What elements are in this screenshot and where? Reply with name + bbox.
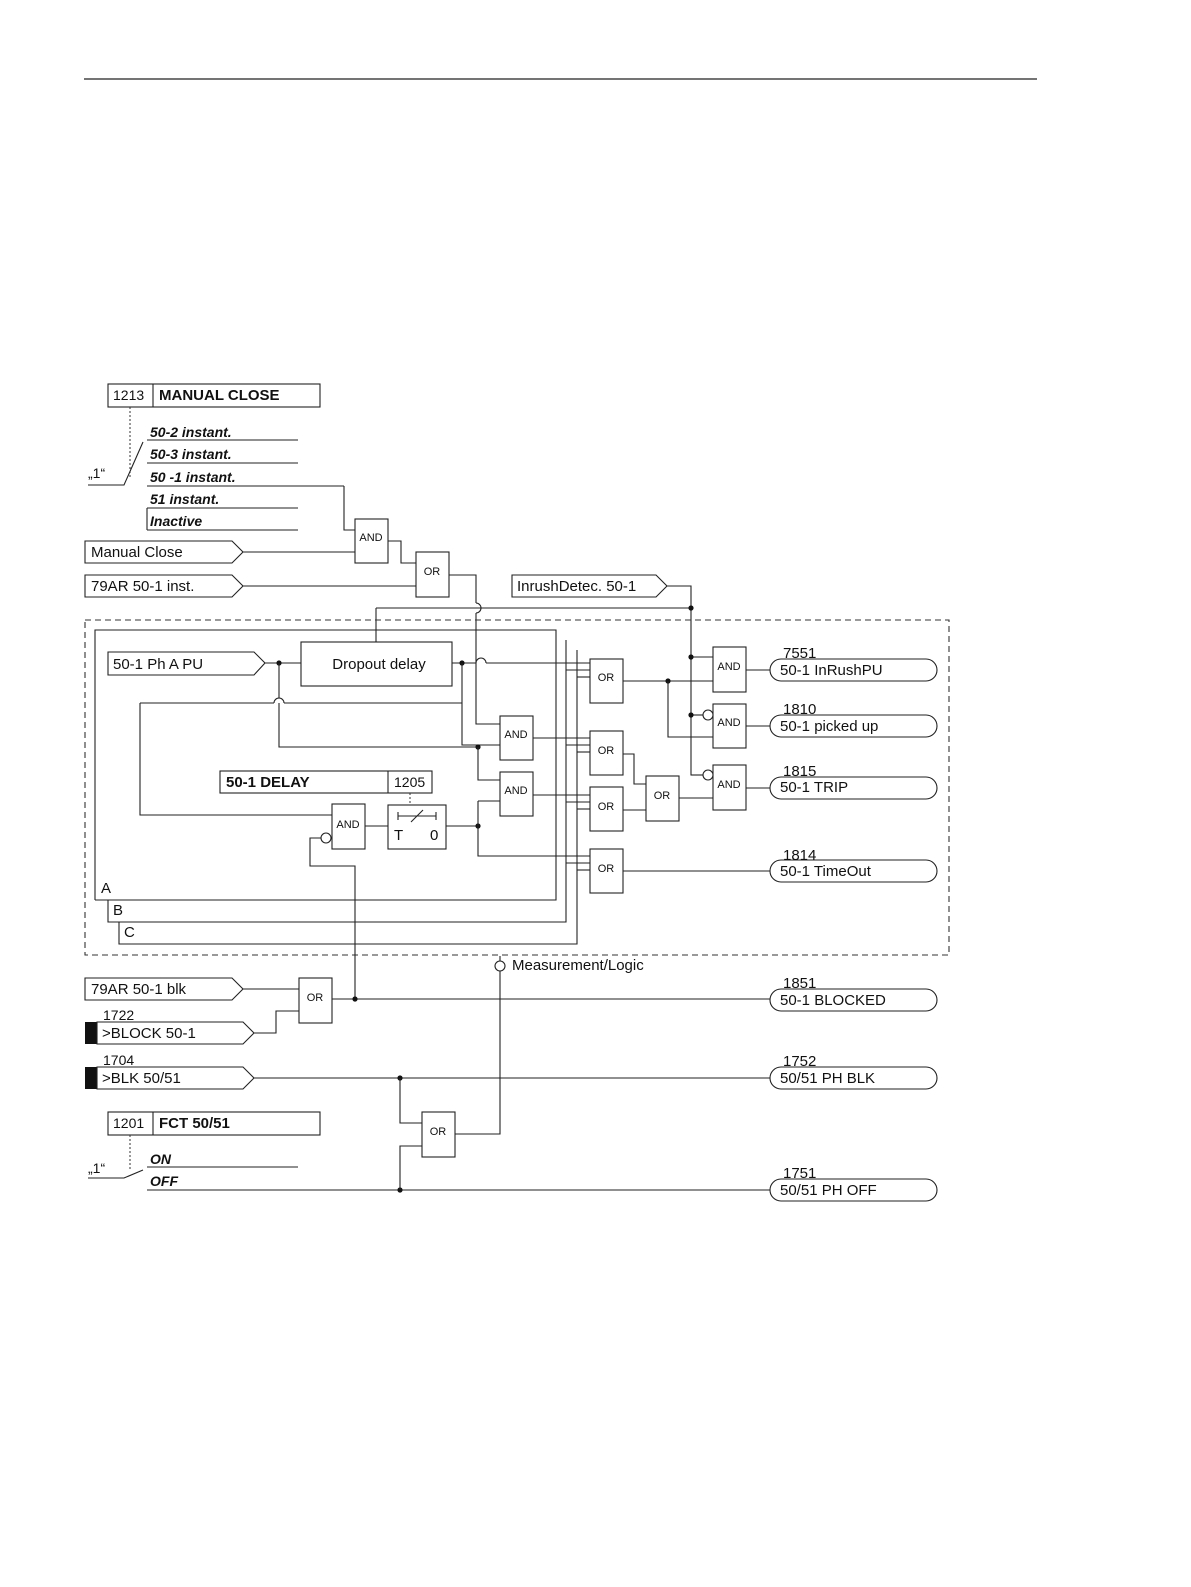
svg-text:InrushDetec. 50-1: InrushDetec. 50-1 (517, 578, 636, 595)
output-label: 50-1 InRushPU (780, 662, 883, 679)
output-label: 50/51 PH OFF (780, 1182, 877, 1199)
input-ph-a-pu: 50-1 Ph A PU (107, 651, 266, 676)
input-inrush-detect: InrushDetec. 50-1 (511, 574, 668, 598)
output-picked-up: 1810 50-1 picked up (769, 701, 938, 738)
and-gate-phase-a-1: AND (499, 715, 534, 761)
output-number: 1814 (783, 847, 816, 864)
dropout-delay-block: Dropout delay (300, 641, 453, 687)
input-label: >BLK 50/51 (102, 1070, 181, 1087)
output-number: 1751 (783, 1165, 816, 1182)
measurement-logic-label: Measurement/Logic (512, 957, 644, 974)
fct-address: 1201 (113, 1115, 144, 1131)
manual-close-default-marker: „1“ (88, 465, 105, 481)
timer-t: T (394, 827, 403, 844)
measurement-enable-circle (494, 960, 506, 972)
setting-fct-5051: 1201 FCT 50/51 (107, 1111, 321, 1136)
svg-text:79AR 50-1 blk: 79AR 50-1 blk (91, 981, 187, 998)
fct-option-on: ON (150, 1151, 172, 1167)
and-gate-picked-up: AND (712, 703, 747, 749)
input-number: 1722 (103, 1007, 134, 1023)
fct-title: FCT 50/51 (159, 1115, 230, 1132)
manual-close-title: MANUAL CLOSE (159, 387, 280, 404)
svg-text:AND: AND (336, 819, 359, 831)
svg-text:79AR 50-1 inst.: 79AR 50-1 inst. (91, 578, 194, 595)
or-gate-function: OR (421, 1111, 456, 1158)
output-number: 1815 (783, 763, 816, 780)
svg-text:50-1 Ph A PU: 50-1 Ph A PU (113, 656, 203, 673)
or-gate-trip-1: OR (589, 730, 624, 776)
phase-c-label: C (124, 924, 135, 941)
input-label: >BLOCK 50-1 (102, 1025, 196, 1042)
svg-text:OR: OR (307, 992, 324, 1004)
input-number: 1704 (103, 1052, 134, 1068)
or-gate-trip-final: OR (645, 775, 680, 822)
svg-text:OR: OR (598, 863, 615, 875)
negation-circle (320, 832, 332, 844)
option-50-1-instant: 50 -1 instant. (150, 469, 236, 485)
output-number: 1851 (783, 975, 816, 992)
svg-text:OR: OR (424, 566, 441, 578)
or-gate-timeout: OR (589, 848, 624, 894)
input-block-50-1: 1722 >BLOCK 50-1 (85, 1007, 255, 1045)
or-gate-trip-2: OR (589, 786, 624, 832)
phase-a-label: A (101, 880, 111, 897)
fct-option-off: OFF (150, 1173, 178, 1189)
svg-text:AND: AND (717, 717, 740, 729)
timer-zero: 0 (430, 827, 438, 844)
output-blocked: 1851 50-1 BLOCKED (769, 975, 938, 1012)
measurement-logic-frame (84, 619, 950, 956)
option-50-3-instant: 50-3 instant. (150, 446, 232, 462)
delay-title: 50-1 DELAY (226, 774, 310, 791)
output-number: 7551 (783, 645, 816, 662)
svg-text:OR: OR (430, 1126, 447, 1138)
svg-text:AND: AND (717, 661, 740, 673)
output-timeout: 1814 50-1 TimeOut (769, 847, 938, 883)
svg-text:AND: AND (504, 729, 527, 741)
fct-default-marker: „1“ (88, 1160, 105, 1176)
svg-text:OR: OR (598, 672, 615, 684)
input-79ar-blk: 79AR 50-1 blk (84, 977, 244, 1001)
or-gate-close: OR (415, 551, 450, 598)
and-gate-trip: AND (712, 764, 747, 811)
phase-b-label: B (113, 902, 123, 919)
output-ph-blk: 1752 50/51 PH BLK (769, 1053, 938, 1090)
output-number: 1752 (783, 1053, 816, 1070)
output-label: 50-1 picked up (780, 718, 878, 735)
svg-text:Manual Close: Manual Close (91, 544, 183, 561)
and-gate-phase-a-2: AND (499, 771, 534, 817)
input-79ar-inst: 79AR 50-1 inst. (84, 574, 244, 598)
or-gate-pickup: OR (589, 658, 624, 704)
or-gate-blocked: OR (298, 977, 333, 1024)
and-gate-delay: AND (331, 803, 366, 850)
input-blk-5051: 1704 >BLK 50/51 (85, 1052, 255, 1090)
output-label: 50/51 PH BLK (780, 1070, 875, 1087)
and-gate-manual-close: AND (354, 518, 389, 564)
output-label: 50-1 BLOCKED (780, 992, 886, 1009)
option-50-2-instant: 50-2 instant. (150, 424, 232, 440)
setting-50-1-delay: 50-1 DELAY 1205 (219, 770, 433, 794)
and-gate-inrush-pu: AND (712, 646, 747, 693)
svg-text:OR: OR (654, 790, 671, 802)
output-trip: 1815 50-1 TRIP (769, 763, 938, 800)
delay-address: 1205 (394, 774, 425, 790)
output-label: 50-1 TRIP (780, 779, 848, 796)
setting-manual-close: 1213 MANUAL CLOSE „1“ 50-2 instant. 50-3… (88, 383, 344, 531)
output-ph-off: 1751 50/51 PH OFF (769, 1165, 938, 1202)
svg-text:AND: AND (504, 785, 527, 797)
output-inrush-pu: 7551 50-1 InRushPU (769, 645, 938, 682)
manual-close-address: 1213 (113, 387, 144, 403)
svg-text:AND: AND (359, 532, 382, 544)
output-label: 50-1 TimeOut (780, 863, 872, 880)
svg-text:AND: AND (717, 779, 740, 791)
svg-text:Dropout delay: Dropout delay (332, 656, 426, 673)
option-inactive: Inactive (150, 513, 202, 529)
input-manual-close: Manual Close (84, 540, 244, 564)
option-51-instant: 51 instant. (150, 491, 219, 507)
svg-text:OR: OR (598, 801, 615, 813)
svg-text:OR: OR (598, 745, 615, 757)
output-number: 1810 (783, 701, 816, 718)
timer-block: T 0 (387, 804, 447, 850)
